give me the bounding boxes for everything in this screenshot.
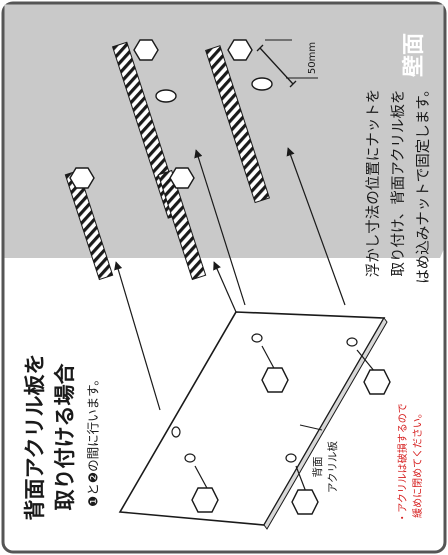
instruction-line-2: 取り付け、背面アクリル板を [389,89,407,276]
subtitle: ❶と❷の間に行います。 [86,373,101,507]
panel-hole [251,333,263,343]
acrylic-panel [118,311,388,530]
wall-label: 壁面 [401,33,427,77]
bolt [157,167,207,281]
instruction-line-3: はめ込みナットで固定します。 [415,82,432,284]
panel-hole [171,426,181,438]
bolts [64,39,273,281]
bolt [64,167,114,281]
warning-line-1: ・アクリルは破損するので [396,403,409,523]
panel-hole [346,337,358,347]
title-line-2: 取り付ける場合 [53,363,77,511]
panel-hole [285,453,297,463]
warning-line-2: 緩めに閉めてください。 [411,408,424,518]
bolt [205,39,273,204]
instruction-text: 浮かし寸法の位置にナットを 取り付け、背面アクリル板を はめ込みナットで固定しま… [365,82,432,284]
front-nuts [191,345,391,515]
title-line-1: 背面アクリル板を [23,354,47,521]
panel-label-line-1: 背面 [311,457,324,478]
panel-label-line-2: アクリル板 [326,441,339,493]
wall-surface [4,4,444,258]
title: 背面アクリル板を 取り付ける場合 [23,354,77,521]
instruction-line-1: 浮かし寸法の位置にナットを [365,89,382,278]
dimension-indicator: 50mm [256,39,318,88]
svg-text:❶と❷の間に行います。: ❶と❷の間に行います。 [86,373,101,507]
warning-text: ・アクリルは破損するので 緩めに閉めてください。 [396,403,424,523]
direction-arrows [114,147,346,411]
panel-label: 背面 アクリル板 [299,424,339,493]
panel-hole [184,453,196,463]
dimension-label: 50mm [307,42,318,74]
svg-text:壁面: 壁面 [401,33,427,77]
